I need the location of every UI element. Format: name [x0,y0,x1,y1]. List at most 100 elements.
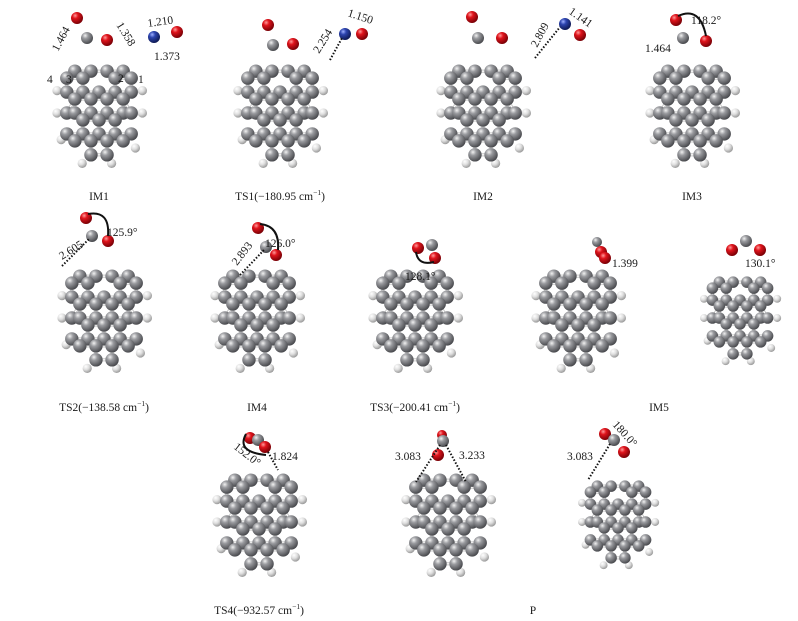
carbon-atom [121,339,135,353]
hydrogen-atom [436,108,446,118]
carbon-atom [720,282,732,294]
carbon-atom [68,134,82,148]
carbon-atom [108,113,122,127]
carbon-atom [417,501,431,515]
hydrogen-atom [295,313,306,323]
carbon-atom [608,434,620,446]
carbon-atom [124,106,138,120]
nitrogen-atom [148,31,160,43]
carbon-atom [65,276,79,290]
hydrogen-atom [670,158,680,169]
carbon-atom [754,300,767,312]
carbon-atom [392,318,406,332]
carbon-atom [268,522,282,536]
carbon-atom [282,311,296,325]
carbon-atom [105,339,119,353]
carbon-atom [701,113,715,127]
carbon-atom [740,235,752,247]
hydrogen-atom [52,108,62,118]
carbon-atom [86,230,98,242]
molecule-im1 [52,64,148,169]
carbon-atom [81,276,95,290]
hydrogen-atom [77,158,87,169]
carbon-atom [571,318,585,332]
label-im3-angle: 118.2° [691,15,721,27]
carbon-atom [284,515,298,529]
carbon-atom [460,113,474,127]
carbon-atom [605,504,617,516]
carbon-atom [595,297,609,311]
hydrogen-atom [57,290,67,301]
hydrogen-atom [700,314,708,322]
carbon-atom [603,311,617,325]
carbon-atom [639,516,652,528]
carbon-atom [626,522,638,534]
carbon-atom [228,543,242,557]
hydrogen-atom [446,348,457,358]
carbon-atom [468,92,482,106]
carbon-atom [579,339,593,353]
caption-ts4: TS4(−932.57 cm−1) [214,602,304,617]
carbon-atom [97,318,111,332]
caption-im3: IM3 [682,191,702,203]
molecule-p-side [578,480,660,570]
carbon-atom [547,297,561,311]
carbon-atom [236,480,250,494]
carbon-atom [305,71,319,85]
oxygen-atom [726,244,738,256]
carbon-atom [68,92,82,106]
carbon-atom [89,353,103,367]
hydrogen-atom [393,363,403,374]
carbon-atom [281,134,295,148]
carbon-atom [425,480,439,494]
carbon-atom [433,501,447,515]
carbon-atom [741,300,753,312]
carbon-atom [632,504,645,516]
molecule-ts1 [233,64,329,169]
hydrogen-atom [479,552,490,562]
oxygen-atom [574,29,586,41]
hydrogen-atom [137,85,148,96]
carbon-atom [105,353,119,367]
carbon-atom [720,318,732,330]
label-im1-bond-1373: 1.373 [154,51,180,63]
carbon-atom [508,106,522,120]
hydrogen-atom [700,294,708,303]
carbon-atom [452,92,466,106]
hydrogen-atom [82,363,92,374]
oxygen-atom [412,242,424,254]
carbon-atom [734,318,746,330]
carbon-atom [116,92,130,106]
oxygen-atom [700,35,712,47]
carbon-atom [433,557,447,571]
label-ts1-dist-2254: 2.254 [311,27,335,56]
oxygen-atom [102,235,114,247]
angle-arc-ts2 [87,212,110,237]
carbon-atom [266,276,280,290]
carbon-atom [289,113,303,127]
carbon-atom [677,134,691,148]
carbon-atom [276,501,290,515]
nitrogen-atom [559,18,571,30]
carbon-atom [242,339,256,353]
carbon-atom [587,276,601,290]
carbon-atom [472,32,484,44]
carbon-atom [73,297,87,311]
angle-arc-ts3 [415,251,435,264]
carbon-atom [267,39,279,51]
carbon-atom [400,339,414,353]
carbon-atom [281,148,295,162]
hydrogen-atom [233,85,243,96]
hydrogen-atom [514,143,525,153]
caption-im1: IM1 [89,191,109,203]
hydrogen-atom [521,85,532,96]
hydrogen-atom [142,313,153,323]
hydrogen-atom [453,290,464,301]
carbon-atom [228,501,242,515]
carbon-atom [81,318,95,332]
carbon-atom [449,557,463,571]
molecule-im3 [645,64,741,169]
hydrogen-atom [368,313,378,323]
hydrogen-atom [318,108,329,118]
carbon-atom [473,480,487,494]
